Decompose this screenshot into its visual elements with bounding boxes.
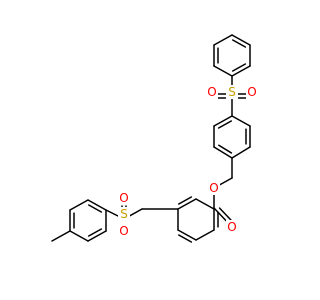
phenylene-bond-4 (213, 146, 233, 159)
bonds (51, 34, 251, 243)
phenyl-bond-4 (213, 65, 233, 77)
phenylene-bond-6 (213, 115, 233, 127)
phenyl-bond-3-inner (232, 63, 247, 72)
atom-label-background (226, 85, 238, 99)
tolyl-methyl-bond (51, 230, 71, 242)
carbonyl-bond-inner (218, 207, 233, 223)
phenylene-bond-6-inner (217, 120, 232, 129)
atom-o2a: O (119, 191, 128, 205)
atom-label-background (246, 85, 258, 99)
tolyl-ring-bond-2 (69, 199, 89, 211)
atom-o1a: O (207, 85, 216, 99)
phenyl-bond-1 (231, 34, 251, 46)
phenyl-bond-3 (231, 65, 251, 77)
atom-ocarbonyl: O (227, 220, 236, 234)
central-ring-bond-6 (195, 198, 215, 210)
atom-s2: S (120, 207, 128, 221)
atom-label-background (118, 207, 130, 221)
central-ring-bond-3 (177, 229, 197, 241)
atom-label-background (208, 181, 220, 195)
phenylene-bond-4-inner (218, 144, 233, 154)
central-ring-bond-1-inner (178, 196, 193, 205)
phenylene-bond-1 (231, 115, 251, 127)
phenyl-bond-6 (213, 34, 233, 46)
central-ring-bond-3-inner (178, 234, 193, 243)
atom-label-background (226, 220, 238, 234)
central-ring-bond-4 (195, 229, 215, 241)
tolyl-ring-bond-1 (87, 199, 107, 211)
central-ring-bond-1 (177, 198, 197, 210)
atom-label-background (206, 85, 218, 99)
phenyl-bond-1-inner (232, 39, 247, 48)
tolyl-ring-bond-4 (69, 230, 89, 242)
atom-label-background (118, 224, 130, 238)
atom-label-background (118, 191, 130, 205)
tolyl-ring-bond-1-inner (88, 204, 103, 213)
atom-oester: O (209, 181, 218, 195)
atom-o2b: O (119, 224, 128, 238)
tolyl-ring-bond-5 (87, 230, 107, 242)
tolyl-ring-bond-5-inner (88, 228, 103, 237)
atom-o1b: O (247, 85, 256, 99)
phenylene-bond-3 (231, 146, 251, 159)
atom-s1: S (228, 85, 236, 99)
